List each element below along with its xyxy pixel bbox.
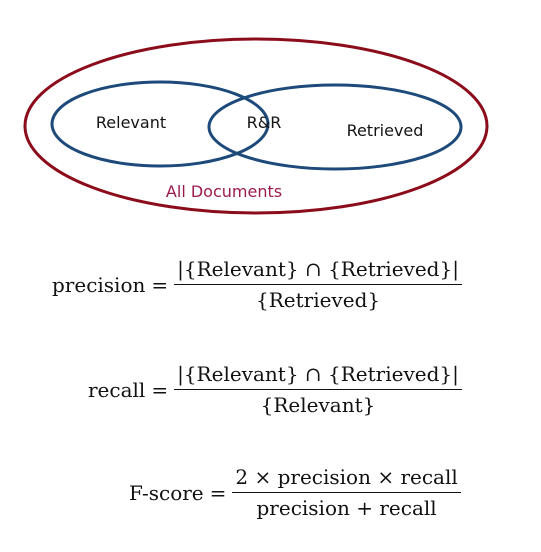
recall-formula: recall = |{Relevant} ∩ {Retrieved}| {Rel…	[88, 362, 462, 417]
recall-formula-fraction: |{Relevant} ∩ {Retrieved}| {Relevant}	[174, 362, 462, 417]
precision-formula-denominator: {Retrieved}	[255, 288, 381, 312]
all-documents-ellipse	[23, 37, 489, 215]
recall-formula-denominator: {Relevant}	[260, 393, 376, 417]
fscore-formula: F-score = 2 × precision × recall precisi…	[129, 465, 461, 520]
fscore-formula-lhs: F-score	[129, 480, 204, 505]
precision-formula: precision = |{Relevant} ∩ {Retrieved}| {…	[52, 257, 462, 312]
recall-formula-lhs: recall	[88, 377, 146, 402]
intersection-label: R&R	[247, 113, 282, 132]
fscore-formula-denominator: precision + recall	[256, 496, 437, 520]
recall-formula-equals: =	[151, 377, 169, 402]
relevant-set-ellipse	[50, 80, 270, 168]
precision-formula-numerator: |{Relevant} ∩ {Retrieved}|	[174, 257, 462, 285]
retrieved-set-ellipse	[207, 83, 463, 171]
recall-formula-numerator: |{Relevant} ∩ {Retrieved}|	[174, 362, 462, 390]
relevant-label: Relevant	[96, 113, 166, 132]
retrieved-label: Retrieved	[347, 121, 424, 140]
venn-diagram: Relevant R&R Retrieved All Documents	[23, 37, 489, 215]
precision-formula-fraction: |{Relevant} ∩ {Retrieved}| {Retrieved}	[174, 257, 462, 312]
all-documents-label: All Documents	[166, 182, 282, 201]
precision-formula-lhs: precision	[52, 272, 146, 297]
fscore-formula-fraction: 2 × precision × recall precision + recal…	[232, 465, 461, 520]
precision-formula-equals: =	[151, 272, 169, 297]
fscore-formula-numerator: 2 × precision × recall	[232, 465, 461, 493]
fscore-formula-equals: =	[209, 480, 227, 505]
